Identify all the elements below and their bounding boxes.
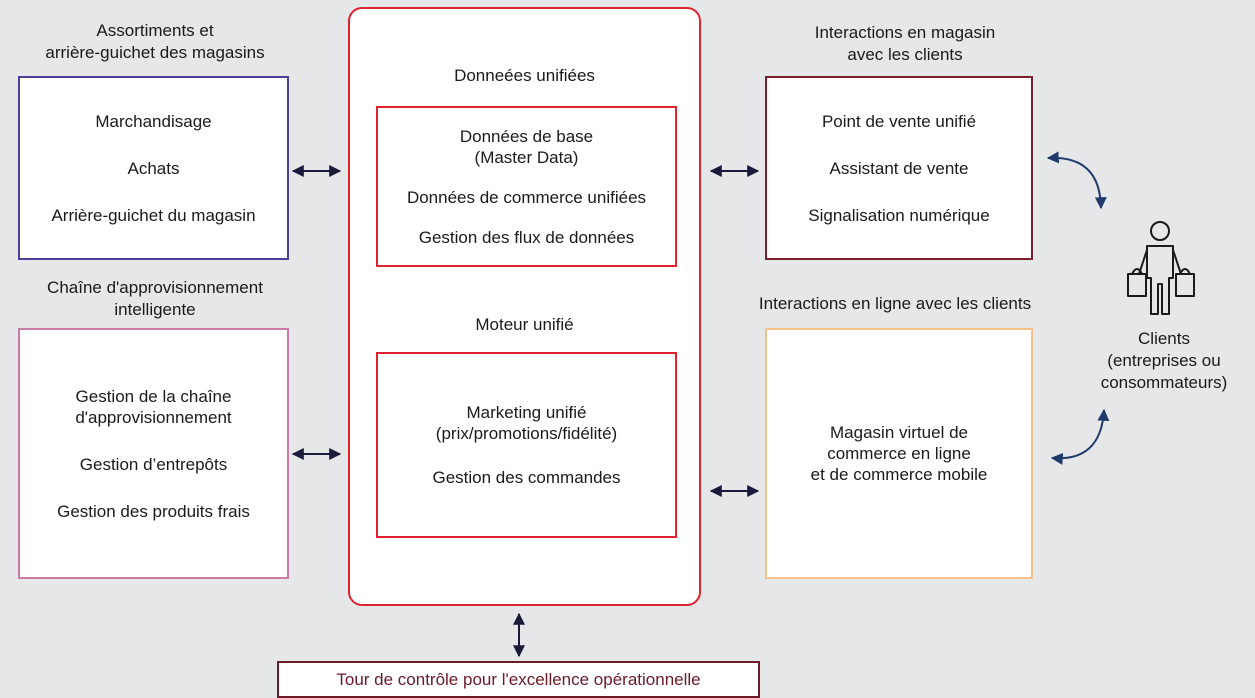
- unified-marketing-item: Marketing unifié (prix/promotions/fidéli…: [435, 403, 618, 443]
- unified-data-box: Données de base (Master Data) Données de…: [376, 106, 677, 267]
- assortments-title: Assortiments et arrière-guichet des maga…: [45, 21, 265, 62]
- virtual-store-item: Magasin virtuel de commerce en ligne et …: [810, 423, 988, 484]
- online-box: Magasin virtuel de commerce en ligne et …: [765, 328, 1033, 579]
- warehouse-management-item: Gestion d’entrepôts: [79, 454, 228, 474]
- order-management-item: Gestion des commandes: [432, 468, 621, 487]
- in-store-box: Point de vente unifié Assistant de vente…: [765, 76, 1033, 260]
- assortments-box: Marchandisage Achats Arrière-guichet du …: [18, 76, 289, 260]
- sales-assistant-item: Assistant de vente: [829, 158, 969, 178]
- control-tower-label: Tour de contrôle pour l'excellence opéra…: [336, 669, 701, 689]
- unified-engine-title: Moteur unifié: [475, 315, 574, 334]
- shopper-icon: [1120, 218, 1200, 323]
- unified-engine-box: Marketing unifié (prix/promotions/fidéli…: [376, 352, 677, 538]
- data-flow-management-item: Gestion des flux de données: [418, 227, 635, 247]
- merchandising-item: Marchandisage: [95, 111, 212, 131]
- in-store-title: Interactions en magasin avec les clients: [814, 23, 996, 64]
- fresh-products-item: Gestion des produits frais: [57, 501, 250, 521]
- purchasing-item: Achats: [127, 158, 180, 178]
- back-office-item: Arrière-guichet du magasin: [51, 205, 256, 225]
- clients-label: Clients (entreprises ou consommateurs): [1100, 329, 1228, 392]
- client-top-curved-arrow: [1046, 151, 1107, 210]
- unified-data-title: Donneées unifiées: [454, 66, 595, 85]
- unified-platform-panel: Donneées unifiées Données de base (Maste…: [348, 7, 701, 606]
- supply-chain-management-item: Gestion de la chaîne d'approvisionnement: [75, 386, 232, 427]
- unified-commerce-data-item: Données de commerce unifiées: [406, 187, 647, 207]
- supply-chain-title: Chaîne d'approvisionnement intelligente: [47, 278, 263, 319]
- master-data-item: Données de base (Master Data): [459, 126, 594, 167]
- digital-signage-item: Signalisation numérique: [808, 205, 990, 225]
- supply-chain-box: Gestion de la chaîne d'approvisionnement…: [18, 328, 289, 579]
- unified-pos-item: Point de vente unifié: [821, 111, 977, 131]
- control-tower-box: Tour de contrôle pour l'excellence opéra…: [277, 661, 760, 698]
- online-title: Interactions en ligne avec les clients: [758, 294, 1032, 313]
- client-bottom-curved-arrow: [1050, 408, 1110, 465]
